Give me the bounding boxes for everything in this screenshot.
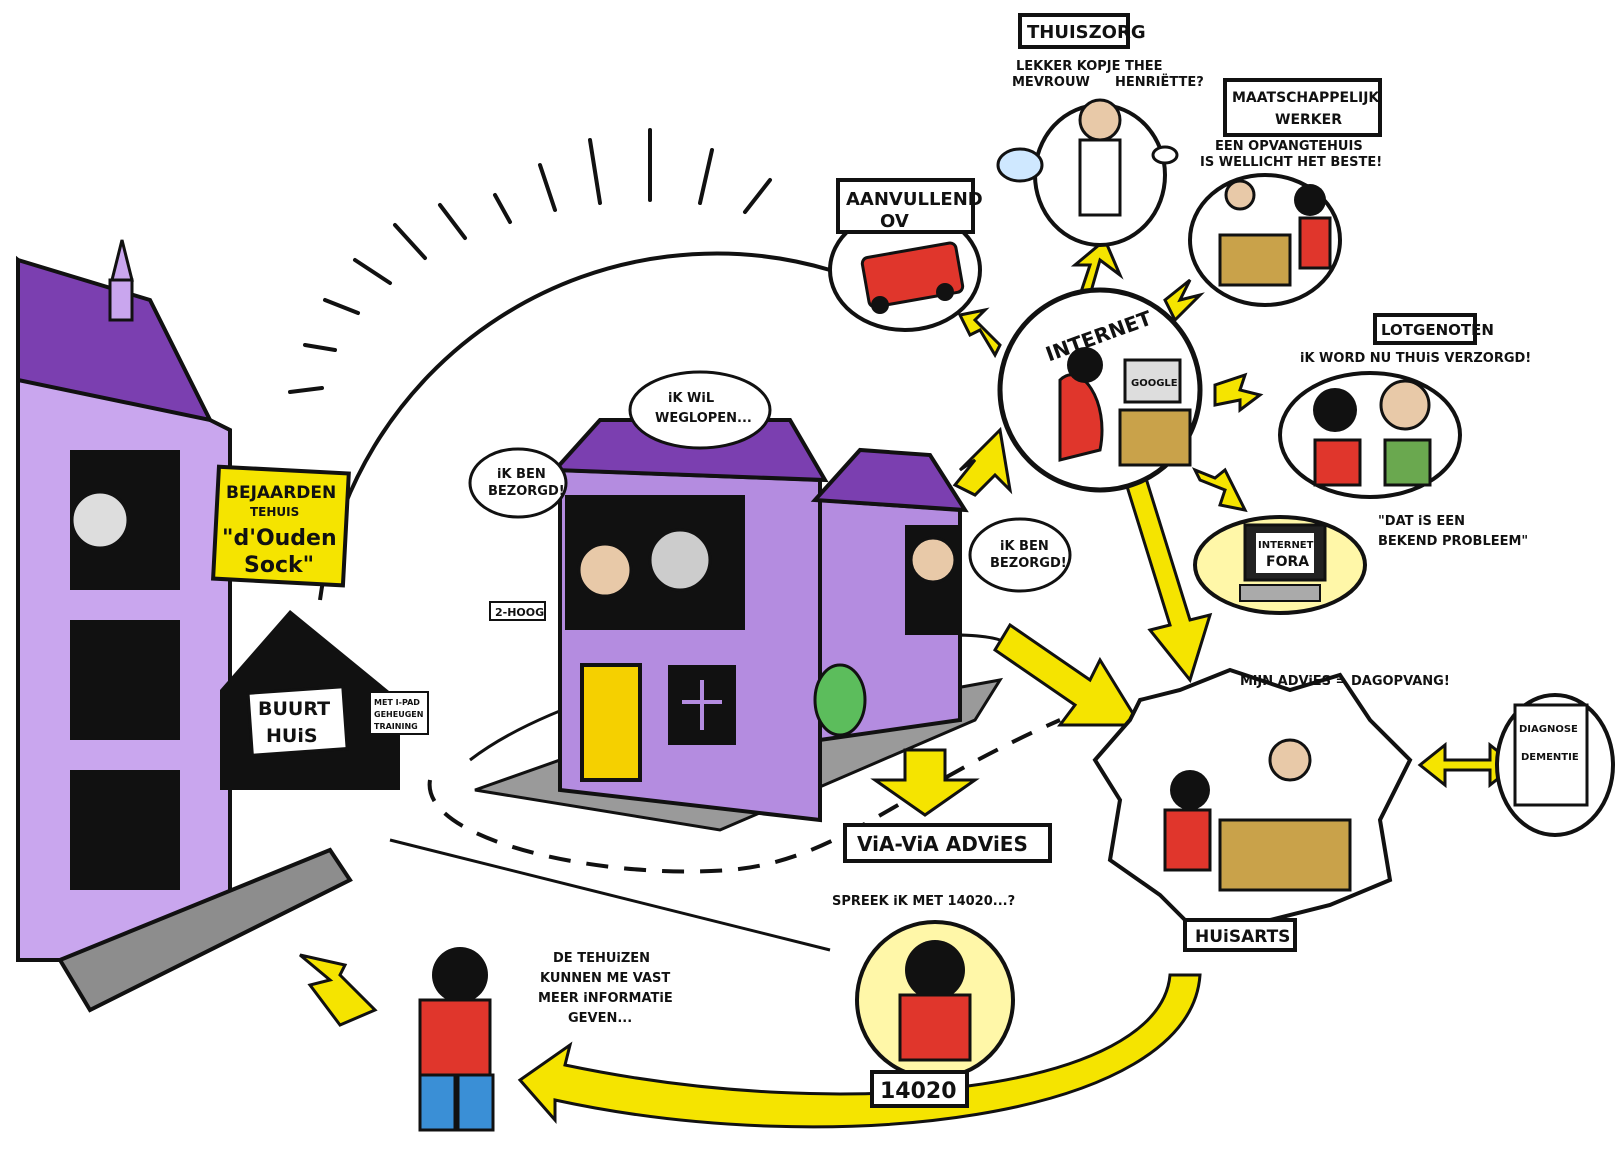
ov-label-2: OV: [880, 211, 909, 232]
thuiszorg-speech: MEVROUW: [1012, 75, 1090, 90]
diagnosis-node: DIAGNOSE DEMENTIE: [1495, 693, 1615, 837]
thuiszorg-speech: LEKKER KOPJE THEE: [1016, 59, 1163, 74]
fora-label-2: FORA: [1266, 554, 1309, 570]
werker-label-1: MAATSCHAPPELIJK: [1232, 90, 1380, 106]
sign-line-1: BEJAARDEN: [226, 483, 336, 503]
via-via-label: ViA-ViA ADViES: [857, 832, 1028, 856]
sign-line-3: "d'Ouden: [222, 526, 337, 551]
thought-text: BEZORGD!: [990, 556, 1067, 571]
peers-node: LOTGENOTEN iK WORD NU THUiS VERZORGD!: [1278, 313, 1531, 499]
social-worker-node: MAATSCHAPPELIJK WERKER EEN OPVANGTEHUIS …: [1188, 78, 1382, 307]
walker-speech: DE TEHUiZEN: [553, 951, 650, 966]
walker-speech: KUNNEN ME VAST: [540, 971, 670, 986]
walker-speech: GEVEN...: [568, 1011, 632, 1026]
werker-speech: EEN OPVANGTEHUIS: [1215, 139, 1363, 154]
yellow-arrows: [299, 237, 1518, 1129]
thought-text: iK BEN: [497, 467, 546, 482]
gp-speech: MiJN ADViES = DAGOPVANG!: [1240, 674, 1450, 689]
fora-speech: "DAT iS EEN: [1378, 514, 1465, 529]
sign-line-2: TEHUIS: [250, 505, 299, 519]
huisarts-label: HUiSARTS: [1195, 927, 1290, 947]
phone-number-label: 14020: [880, 1079, 957, 1104]
thought-wil-weglopen: iK WiL WEGLOPEN...: [628, 370, 772, 450]
ipad-line-2: GEHEUGEN: [374, 710, 423, 719]
nursing-home-building: [16, 239, 353, 1013]
transport-node: AANVULLEND OV: [828, 178, 983, 332]
forum-node: INTERNET FORA "DAT iS EEN BEKEND PROBLEE…: [1193, 514, 1528, 615]
thought-bezorgd-left: iK BEN BEZORGD!: [468, 447, 568, 519]
sign-line-4: Sock": [244, 553, 314, 578]
thought-text: BEZORGD!: [488, 484, 565, 499]
thought-text: WEGLOPEN...: [655, 411, 752, 426]
phone-node: SPREEK iK MET 14020...? 14020: [832, 894, 1015, 1108]
fora-label-1: INTERNET: [1258, 540, 1314, 551]
diagnose-line-1: DIAGNOSE: [1519, 724, 1578, 735]
phone-speech: SPREEK iK MET 14020...?: [832, 894, 1015, 909]
gp-node: MiJN ADViES = DAGOPVANG! HUiSARTS: [1092, 667, 1450, 952]
thuiszorg-speech: HENRIËTTE?: [1115, 74, 1204, 90]
thuiszorg-node: THUISZORG LEKKER KOPJE THEE MEVROUW HENR…: [996, 13, 1204, 247]
nursing-home-sign: BEJAARDEN TEHUIS "d'Ouden Sock": [211, 464, 351, 588]
thought-bezorgd-right: iK BEN BEZORGD!: [968, 517, 1072, 593]
buurthuis-line-2: HUiS: [266, 725, 318, 747]
lotgenoten-label: LOTGENOTEN: [1381, 321, 1494, 339]
thought-text: iK BEN: [1000, 539, 1049, 554]
fora-speech: BEKEND PROBLEEM": [1378, 534, 1528, 549]
floor-label: 2-HOOG: [495, 606, 544, 619]
word-of-mouth-label-box: ViA-ViA ADViES: [843, 823, 1052, 863]
ov-label-1: AANVULLEND: [846, 189, 983, 210]
central-houses: 2-HOOG: [474, 418, 1004, 832]
werker-label-2: WERKER: [1275, 112, 1342, 128]
google-label: GOOGLE: [1131, 378, 1178, 389]
werker-speech: IS WELLICHT HET BESTE!: [1200, 155, 1382, 170]
lotgenoten-speech: iK WORD NU THUiS VERZORGD!: [1300, 351, 1531, 366]
walker-speech: MEER iNFORMATiE: [538, 991, 673, 1006]
community-house: BUURT HUiS MET I-PAD GEHEUGEN TRAINING: [220, 610, 429, 790]
buurthuis-line-1: BUURT: [258, 698, 330, 720]
internet-node: INTERNET GOOGLE: [997, 287, 1203, 493]
diagnose-line-2: DEMENTIE: [1521, 752, 1579, 763]
thought-text: iK WiL: [668, 391, 714, 406]
ipad-line-3: TRAINING: [374, 722, 418, 731]
thuiszorg-label: THUISZORG: [1027, 22, 1146, 43]
walking-woman: DE TEHUiZEN KUNNEN ME VAST MEER iNFORMAT…: [418, 947, 673, 1132]
ipad-line-1: MET I-PAD: [374, 698, 420, 707]
